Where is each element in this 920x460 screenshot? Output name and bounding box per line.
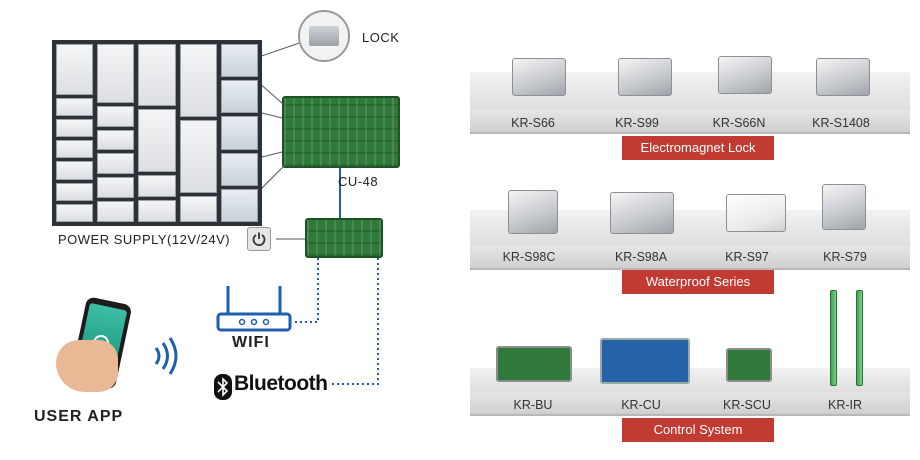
product-name: KR-S99 — [615, 116, 659, 130]
system-diagram: LOCK CU-48 POWER SUPPLY(12V/24V) WIFI Bl… — [34, 10, 400, 425]
product-name: KR-SCU — [723, 398, 771, 412]
locker-door — [220, 188, 259, 223]
locker-door — [97, 129, 135, 151]
ir-sensor-image — [830, 290, 837, 386]
lock-product-image — [726, 194, 786, 232]
product-name: KR-S98C — [502, 250, 556, 264]
lock-label: LOCK — [362, 30, 400, 45]
cabinet-column — [97, 44, 135, 222]
lock-zoom-circle — [298, 10, 350, 62]
category-banner: Control System — [622, 418, 774, 442]
lock-product-image — [512, 58, 566, 96]
locker-door — [138, 174, 176, 197]
locker-door — [56, 203, 94, 222]
locker-door — [56, 182, 94, 201]
lock-product-image — [816, 58, 870, 96]
locker-door — [179, 44, 217, 118]
product-name: KR-IR — [827, 398, 863, 412]
lock-product-image — [508, 190, 558, 234]
lock-product-image — [718, 56, 772, 94]
wireless-signal-icon — [154, 337, 178, 375]
category-banner: Waterproof Series — [622, 270, 774, 294]
product-name: KR-CU — [621, 398, 661, 412]
locker-door — [97, 105, 135, 127]
power-supply-label: POWER SUPPLY(12V/24V) — [58, 232, 231, 247]
locker-door — [138, 44, 176, 107]
locker-door — [97, 177, 135, 199]
locker-door — [56, 140, 94, 159]
locker-door — [56, 118, 94, 138]
bluetooth-label: Bluetooth — [234, 372, 328, 395]
cabinet-column — [138, 44, 176, 222]
control-board-image — [726, 348, 772, 382]
lock-product-image — [610, 192, 674, 234]
locker-door — [97, 44, 135, 103]
locker-door — [56, 44, 94, 95]
product-name: KR-S98A — [614, 250, 668, 264]
locker-door — [220, 44, 259, 78]
locker-door — [138, 199, 176, 222]
wifi-label: WIFI — [232, 334, 270, 351]
locker-door — [138, 109, 176, 172]
control-board-image — [600, 338, 690, 384]
ir-sensor-image — [856, 290, 863, 386]
power-icon — [247, 227, 271, 251]
router-icon — [216, 286, 292, 332]
cu48-board-image — [282, 96, 400, 168]
user-app-label: USER APP — [34, 408, 124, 425]
control-board-image — [496, 346, 572, 382]
bluetooth-icon — [214, 374, 232, 400]
product-name: KR-S66N — [712, 116, 766, 130]
hand-image — [56, 340, 118, 392]
product-catalog: KR-S66 KR-S99 KR-S66N KR-S1408 Electroma… — [470, 0, 910, 460]
product-name: KR-S79 — [823, 250, 867, 264]
locker-door — [179, 196, 217, 222]
cabinet-column — [56, 44, 94, 222]
locker-cabinet — [52, 40, 262, 226]
locker-door — [220, 116, 259, 150]
phone-in-hand-image — [38, 292, 138, 400]
locker-door — [220, 80, 259, 114]
product-shelf — [470, 392, 910, 416]
lock-image — [309, 26, 339, 46]
cabinet-column — [179, 44, 217, 222]
product-name: KR-S97 — [725, 250, 769, 264]
locker-door — [56, 161, 94, 180]
board-label: CU-48 — [338, 174, 379, 189]
product-name: KR-S1408 — [812, 116, 870, 130]
product-name: KR-S66 — [511, 116, 555, 130]
category-banner: Electromagnet Lock — [622, 136, 774, 160]
locker-door — [97, 153, 135, 175]
cabinet-control-column — [220, 44, 259, 223]
locker-door — [220, 152, 259, 186]
lock-product-image — [618, 58, 672, 96]
bus-board-image — [305, 218, 383, 258]
lock-product-image — [822, 184, 866, 230]
product-shelf — [470, 246, 910, 270]
locker-door — [179, 120, 217, 194]
locker-door — [97, 201, 135, 222]
product-name: KR-BU — [513, 398, 553, 412]
locker-door — [56, 97, 94, 116]
product-shelf — [470, 110, 910, 134]
